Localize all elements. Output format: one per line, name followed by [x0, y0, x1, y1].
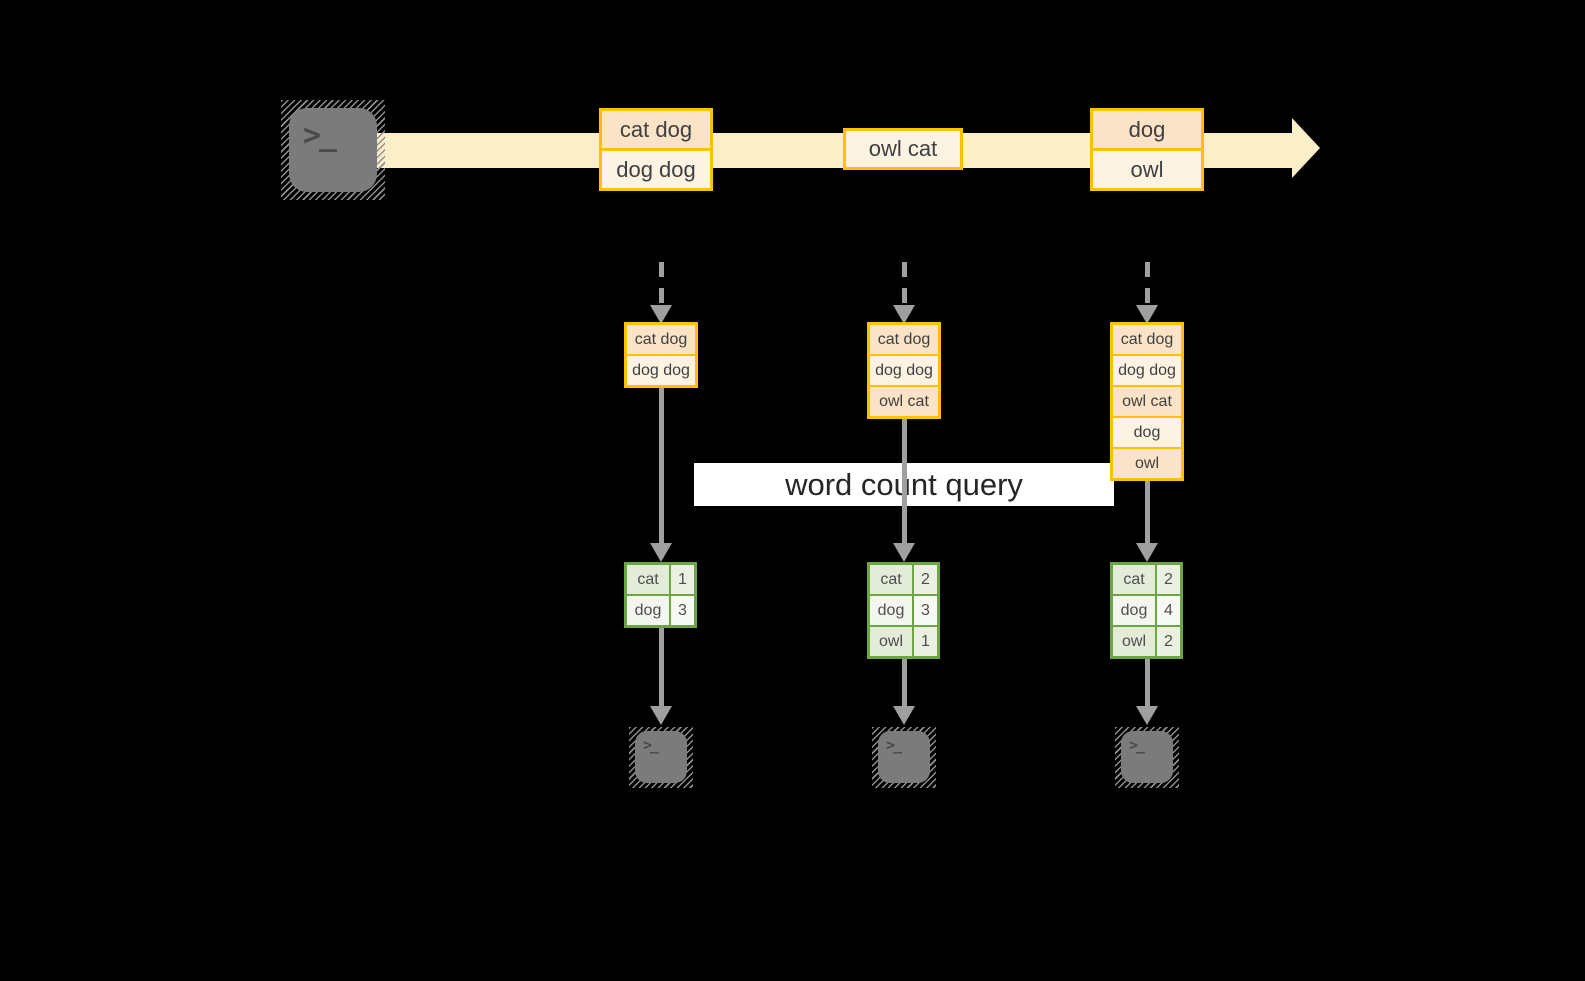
buffer-line: dog dog: [1113, 354, 1181, 385]
output-terminal-icon: >_: [872, 727, 936, 788]
stream-event-3: dog owl: [1090, 108, 1204, 191]
count-table-2: cat 2 dog 3 owl 1: [867, 562, 940, 659]
buffer-line: cat dog: [627, 325, 695, 354]
terminal-screen: >_: [635, 731, 687, 783]
source-terminal-icon: >_: [281, 100, 385, 200]
dashed-arrow-head-icon: [893, 305, 915, 324]
terminal-screen: >_: [1121, 731, 1173, 783]
event-line: dog: [1093, 111, 1201, 148]
dashed-arrow-head-icon: [650, 305, 672, 324]
count-table-1: cat 1 dog 3: [624, 562, 697, 628]
terminal-prompt-icon: >_: [303, 118, 337, 153]
buffer-line: owl cat: [1113, 385, 1181, 416]
terminal-prompt-icon: >_: [886, 736, 902, 754]
stream-arrowhead-icon: [1292, 118, 1320, 178]
output-terminal-icon: >_: [1115, 727, 1179, 788]
count-word: dog: [627, 596, 669, 625]
arrow-head-icon: [650, 543, 672, 562]
dashed-arrow-head-icon: [1136, 305, 1158, 324]
count-value: 1: [914, 627, 937, 656]
count-word: cat: [870, 565, 912, 594]
count-value: 3: [914, 596, 937, 625]
dashed-arrow-line: [659, 262, 664, 306]
count-value: 3: [671, 596, 694, 625]
arrow-head-icon: [1136, 706, 1158, 725]
count-word: owl: [870, 627, 912, 656]
event-line: cat dog: [602, 111, 710, 148]
buffer-line: dog dog: [870, 354, 938, 385]
arrow-head-icon: [1136, 543, 1158, 562]
buffer-stack-1: cat dog dog dog: [624, 322, 698, 388]
buffer-line: cat dog: [1113, 325, 1181, 354]
arrow-line: [1145, 481, 1150, 543]
event-line: owl cat: [846, 131, 960, 167]
terminal-prompt-icon: >_: [1129, 736, 1145, 754]
buffer-line: dog dog: [627, 354, 695, 385]
terminal-prompt-icon: >_: [643, 736, 659, 754]
arrow-head-icon: [893, 543, 915, 562]
stream-event-2: owl cat: [843, 128, 963, 170]
count-word: dog: [1113, 596, 1155, 625]
event-line: dog dog: [602, 148, 710, 188]
arrow-head-icon: [893, 706, 915, 725]
count-word: cat: [1113, 565, 1155, 594]
dashed-arrow-line: [1145, 262, 1150, 306]
terminal-screen: >_: [878, 731, 930, 783]
buffer-line: cat dog: [870, 325, 938, 354]
arrow-line: [659, 628, 664, 707]
event-line: owl: [1093, 148, 1201, 188]
count-word: owl: [1113, 627, 1155, 656]
count-value: 2: [1157, 565, 1180, 594]
terminal-screen: >_: [289, 108, 377, 192]
count-table-3: cat 2 dog 4 owl 2: [1110, 562, 1183, 659]
buffer-stack-3: cat dog dog dog owl cat dog owl: [1110, 322, 1184, 481]
count-value: 4: [1157, 596, 1180, 625]
arrow-line: [1145, 659, 1150, 707]
buffer-line: dog: [1113, 416, 1181, 447]
output-terminal-icon: >_: [629, 727, 693, 788]
buffer-line: owl: [1113, 447, 1181, 478]
count-word: cat: [627, 565, 669, 594]
count-value: 2: [914, 565, 937, 594]
arrow-line: [902, 659, 907, 707]
count-value: 2: [1157, 627, 1180, 656]
arrow-line: [659, 388, 664, 543]
arrow-line: [902, 419, 907, 543]
count-word: dog: [870, 596, 912, 625]
stream-event-1: cat dog dog dog: [599, 108, 713, 191]
count-value: 1: [671, 565, 694, 594]
dashed-arrow-line: [902, 262, 907, 306]
buffer-line: owl cat: [870, 385, 938, 416]
arrow-head-icon: [650, 706, 672, 725]
buffer-stack-2: cat dog dog dog owl cat: [867, 322, 941, 419]
